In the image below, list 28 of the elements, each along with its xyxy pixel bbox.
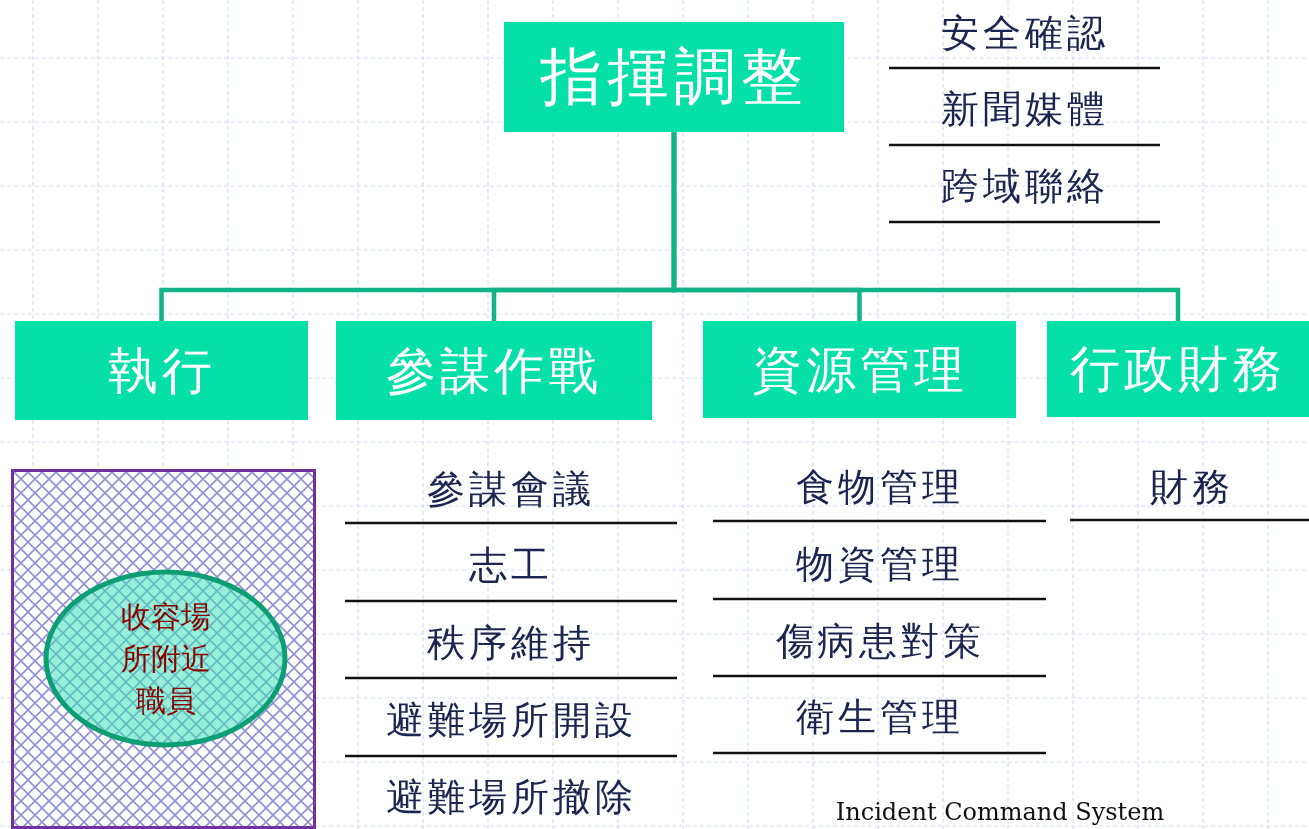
item-label: 避難場所撤除 — [385, 778, 637, 816]
caption-text: Incident Command System — [835, 800, 1165, 824]
section-title: 執行 — [107, 345, 216, 396]
command-box — [504, 22, 844, 132]
section-box — [15, 321, 308, 420]
staff-ellipse — [43, 569, 288, 748]
item-label: 避難場所開設 — [385, 701, 637, 739]
section-title: 行政財務 — [1070, 344, 1286, 394]
item-label: 新聞媒體 — [941, 90, 1109, 128]
item-label: 參謀會議 — [427, 470, 595, 508]
section-box — [336, 321, 652, 420]
item-label: 食物管理 — [796, 468, 964, 506]
item-label: 衛生管理 — [796, 698, 964, 736]
item-label: 跨域聯絡 — [941, 167, 1109, 205]
item-label: 財務 — [1150, 468, 1234, 506]
staff-label: 收容場所附近職員 — [119, 597, 212, 720]
item-label: 秩序維持 — [427, 624, 595, 662]
item-label: 安全確認 — [941, 14, 1109, 52]
section-title: 指揮調整 — [540, 46, 808, 108]
section-title: 資源管理 — [751, 344, 968, 395]
section-box — [1047, 321, 1309, 417]
item-label: 志工 — [469, 546, 553, 584]
section-title: 參謀作戰 — [386, 345, 602, 396]
connector-line — [671, 132, 1181, 321]
item-label: 傷病患對策 — [775, 622, 985, 660]
item-label: 物資管理 — [796, 545, 964, 583]
hatched-panel — [11, 469, 316, 829]
section-box — [703, 321, 1016, 418]
